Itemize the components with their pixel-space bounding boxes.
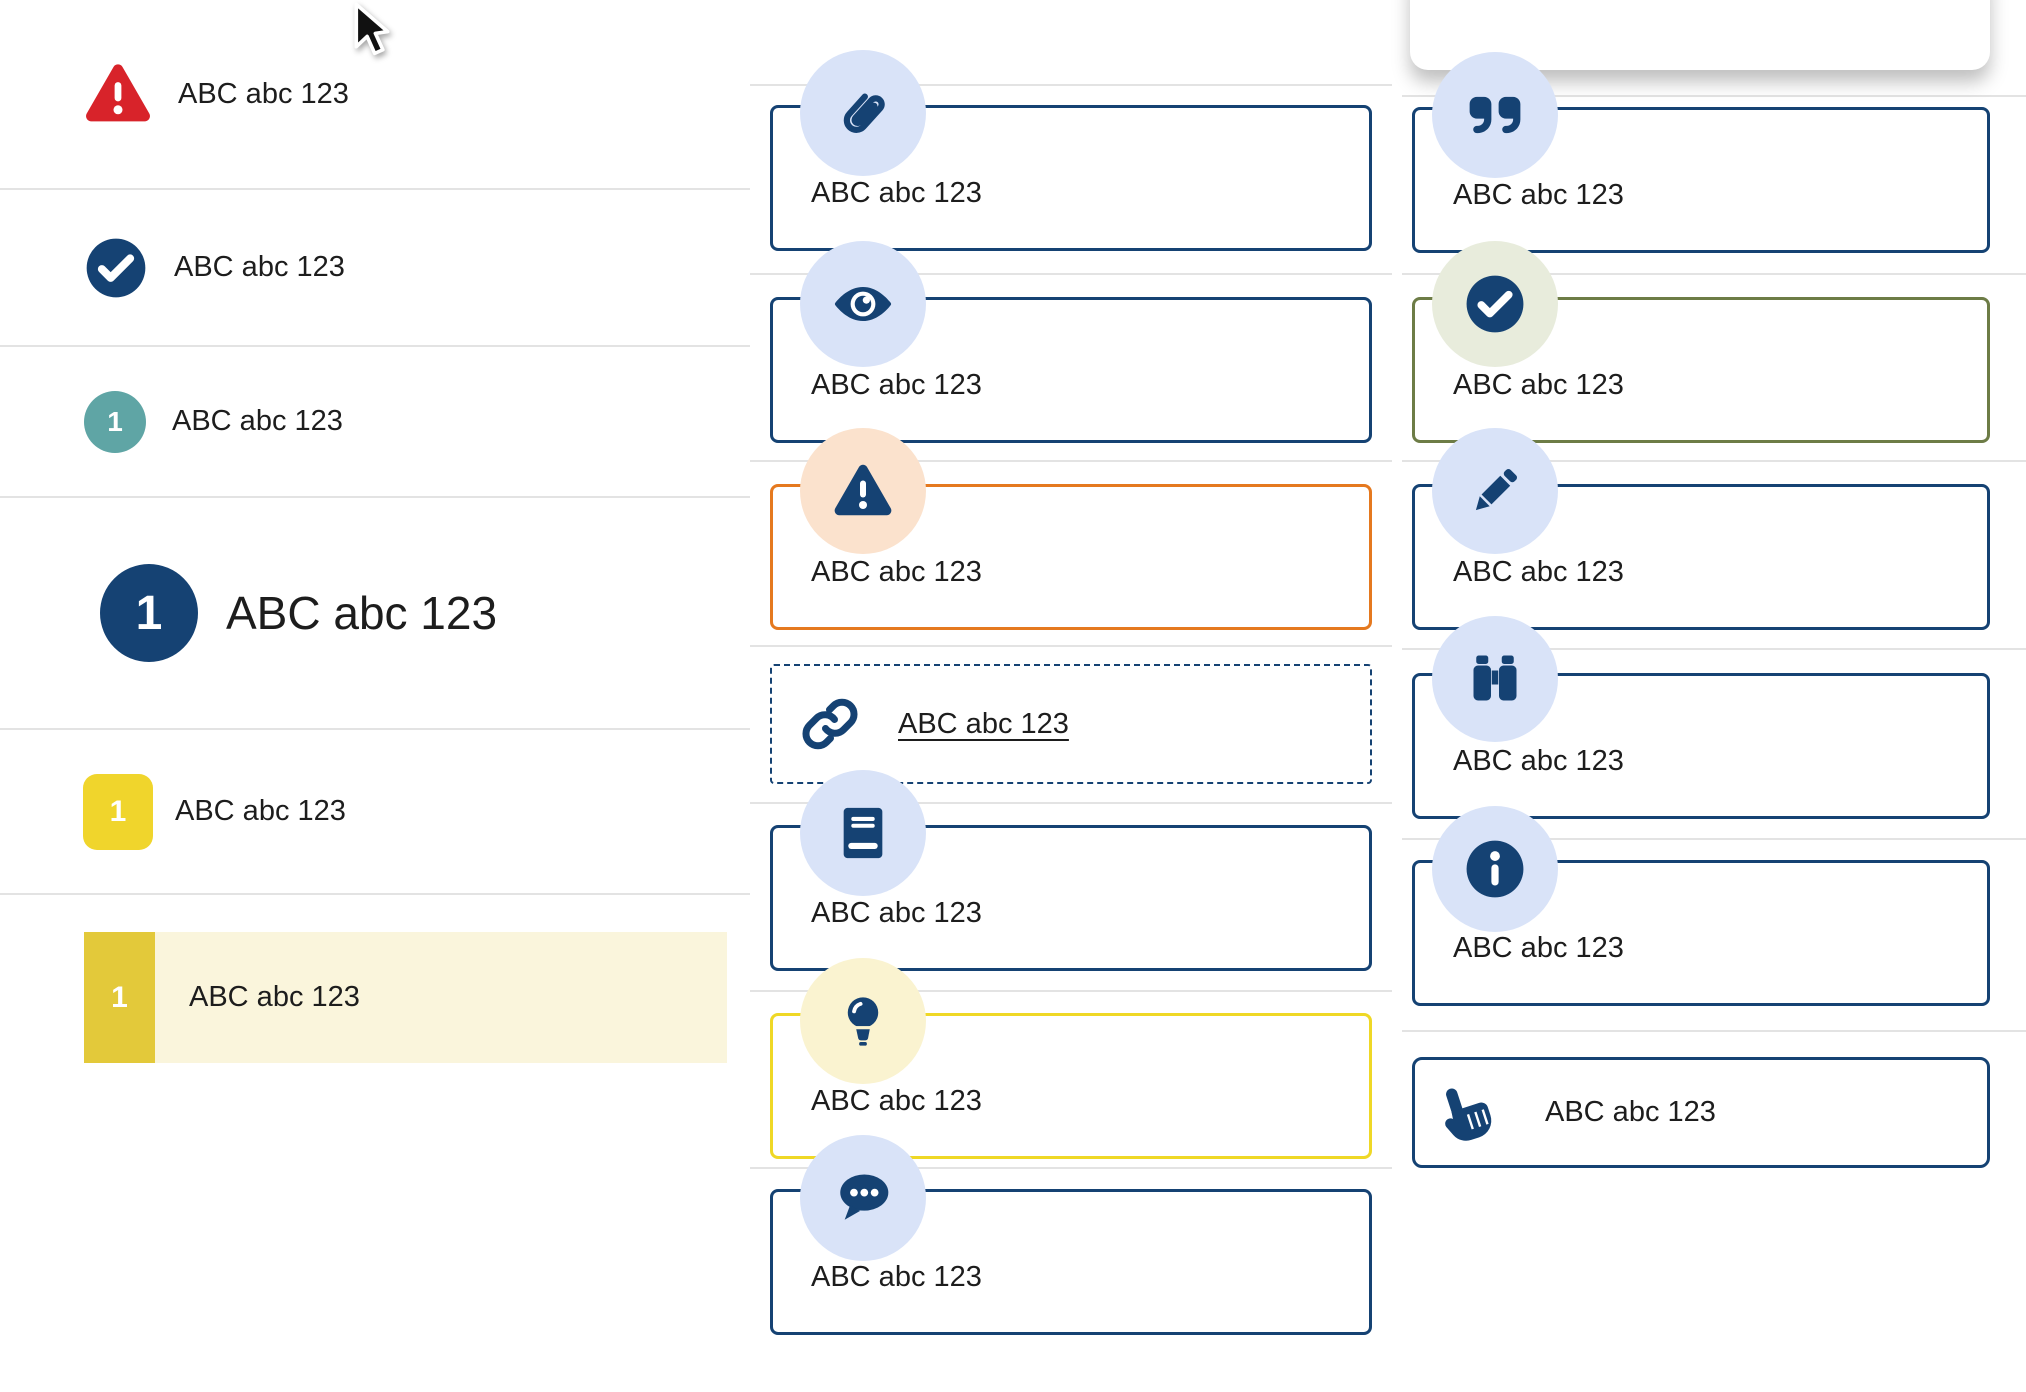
number-badge-yellow-dark: 1 [84, 932, 155, 1063]
chat-icon [840, 1174, 889, 1220]
step-number: 1 [107, 405, 123, 437]
callout-badge [800, 1135, 926, 1261]
callout-badge [1432, 616, 1558, 742]
hand-pointer-icon [1435, 1081, 1499, 1145]
callout-label: ABC abc 123 [1545, 1096, 1716, 1128]
callout-badge [1432, 806, 1558, 932]
callout-label: ABC abc 123 [811, 177, 982, 209]
list-item-step-large: 1 ABC abc 123 [0, 498, 750, 730]
callout-label: ABC abc 123 [1453, 932, 1624, 964]
callout-label: ABC abc 123 [1453, 556, 1624, 588]
callout-row: ABC abc 123 [1402, 241, 2026, 460]
eye-icon [834, 286, 892, 322]
lightbulb-icon [847, 997, 879, 1046]
info-icon [1466, 840, 1524, 898]
check-circle-icon [1466, 275, 1524, 333]
step-number: 1 [111, 980, 128, 1014]
callout-badge [800, 50, 926, 176]
callout-row: ABC abc 123 [1402, 52, 2026, 273]
callout-badge [1432, 428, 1558, 554]
number-badge-teal: 1 [84, 390, 146, 453]
list-item-check: ABC abc 123 [0, 190, 750, 347]
list-item-label: ABC abc 123 [178, 77, 349, 110]
list-item-label: ABC abc 123 [172, 405, 343, 437]
callout-badge [800, 428, 926, 554]
callout-row: ABC abc 123 [1402, 1030, 2026, 1392]
callout-row: ABC abc 123 [750, 645, 1392, 802]
callout-row: ABC abc 123 [750, 241, 1392, 460]
callout-badge [800, 958, 926, 1084]
callout-row: ABC abc 123 [1402, 428, 2026, 648]
binoculars-icon [1473, 655, 1517, 701]
callout-label: ABC abc 123 [811, 1085, 982, 1117]
callout-badge [1432, 52, 1558, 178]
callout-badge [800, 770, 926, 896]
list-item-step-teal: 1 ABC abc 123 [0, 347, 750, 498]
number-badge-navy-large: 1 [100, 564, 198, 662]
callout-label: ABC abc 123 [811, 369, 982, 401]
mouse-cursor-icon [354, 2, 390, 56]
link-callout[interactable]: ABC abc 123 [770, 664, 1372, 784]
callout-row: ABC abc 123 [750, 958, 1392, 1167]
check-circle-icon [84, 236, 148, 300]
step-number: 1 [135, 586, 163, 640]
list-item-label: ABC abc 123 [174, 251, 345, 283]
quote-icon [1469, 96, 1521, 134]
callout-link-text[interactable]: ABC abc 123 [898, 707, 1069, 740]
callout-row: ABC abc 123 [750, 428, 1392, 645]
pencil-icon [1475, 469, 1517, 511]
action-callout[interactable]: ABC abc 123 [1412, 1057, 1990, 1168]
callout-row: ABC abc 123 [750, 50, 1392, 273]
list-item-alert: ABC abc 123 [0, 0, 750, 190]
link-icon [800, 694, 860, 754]
alert-triangle-icon [834, 464, 892, 516]
callout-row: ABC abc 123 [750, 770, 1392, 990]
callout-badge [800, 241, 926, 367]
callout-column-middle: ABC abc 123 ABC abc 123 [750, 0, 1392, 1392]
list-item-step-yellow: 1 ABC abc 123 [0, 730, 750, 895]
callout-label: ABC abc 123 [1453, 179, 1624, 211]
list-item-highlighted[interactable]: 1 ABC abc 123 [84, 932, 727, 1063]
callout-label: ABC abc 123 [1453, 745, 1624, 777]
list-item-heading: ABC abc 123 [226, 587, 498, 639]
list-item-label: ABC abc 123 [189, 981, 360, 1013]
callout-label: ABC abc 123 [811, 1261, 982, 1293]
callout-column-right: ABC abc 123 ABC abc 123 [1402, 0, 2026, 1392]
list-item-label: ABC abc 123 [175, 795, 346, 827]
callout-badge [1432, 241, 1558, 367]
step-number: 1 [109, 794, 127, 828]
callout-label: ABC abc 123 [811, 897, 982, 929]
book-icon [843, 807, 883, 859]
number-badge-yellow: 1 [83, 773, 153, 850]
callout-label: ABC abc 123 [811, 556, 982, 588]
list-item-row: 1 ABC abc 123 [0, 895, 750, 1392]
list-column: ABC abc 123 ABC abc 123 1 ABC abc 123 1 … [0, 0, 750, 1392]
callout-row: ABC abc 123 [1402, 616, 2026, 838]
callout-row: ABC abc 123 [750, 1135, 1392, 1392]
callout-row: ABC abc 123 [1402, 806, 2026, 1030]
callout-label: ABC abc 123 [1453, 369, 1624, 401]
paperclip-icon [843, 93, 885, 133]
alert-triangle-icon [84, 63, 152, 125]
